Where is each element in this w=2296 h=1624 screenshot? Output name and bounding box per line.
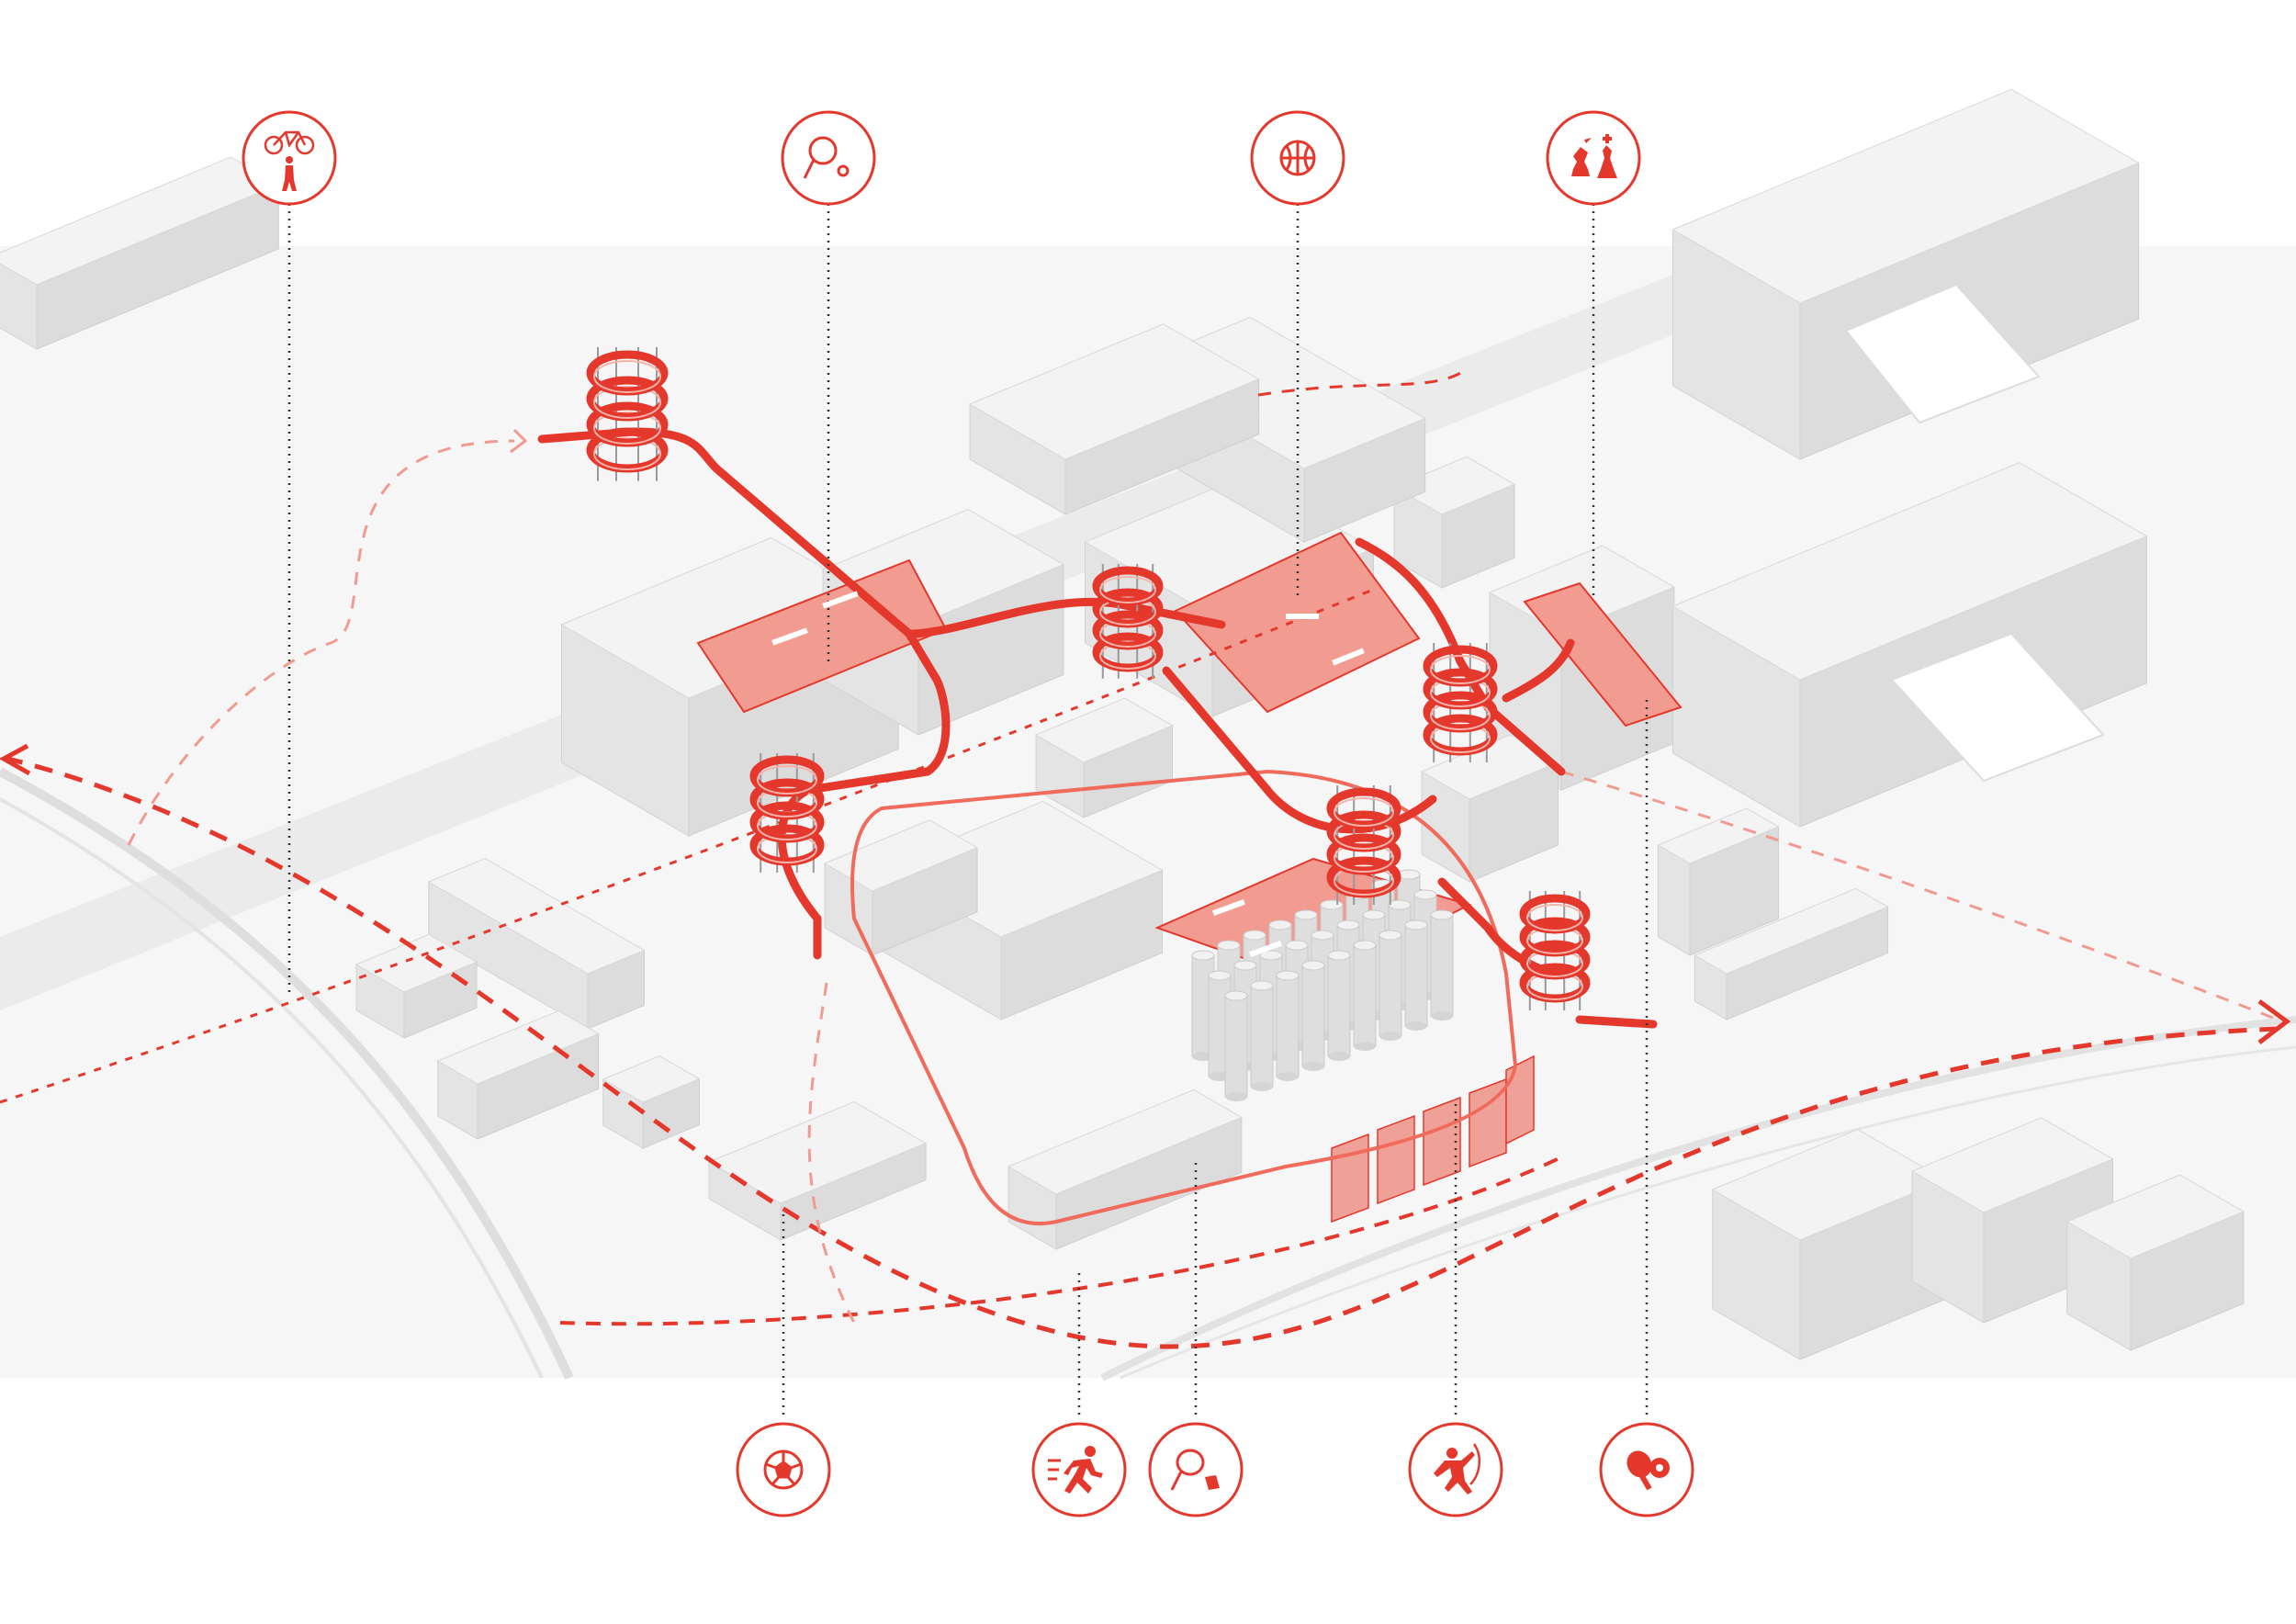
badminton-icon: [1148, 1422, 1244, 1517]
running-icon: [1031, 1422, 1127, 1517]
spiral-ramp-central-south: [1326, 785, 1401, 905]
spiral-ramp-northwest: [586, 347, 669, 481]
white-block-east: [1420, 734, 1559, 883]
long-shed: [968, 323, 1260, 515]
barn-b: [436, 1009, 600, 1140]
pedestrian-routes: [0, 366, 2291, 1349]
basketball-icon: [1250, 110, 1345, 206]
sports-field-edge: [707, 1101, 928, 1241]
courtyard-north: [1844, 283, 2041, 424]
spiral-ramp-west: [749, 753, 825, 873]
residential-c: [2065, 1174, 2245, 1351]
top-activity-icons: [242, 110, 1641, 206]
chess-block-lower: [1657, 807, 1780, 956]
spiral-ramp-center: [1092, 564, 1164, 679]
building-massing: [0, 88, 2245, 1360]
small-chimney-house: [1392, 456, 1516, 589]
silo: [1353, 940, 1377, 1051]
silo: [1404, 919, 1428, 1031]
silo: [1276, 970, 1300, 1081]
roof-markers: [771, 591, 1365, 957]
silo: [1250, 980, 1274, 1091]
leader-lines: [287, 189, 1649, 1415]
silo: [1224, 990, 1248, 1101]
spiral-ramp-southeast: [1519, 891, 1591, 1010]
central-loop-outline: [850, 769, 1518, 1226]
bottom-activity-icons: [736, 1422, 1694, 1517]
long-block-east: [1694, 887, 1889, 1021]
bicycle-pedestrian-icon: [242, 110, 337, 206]
shed-a: [602, 1054, 701, 1149]
gymnastics-icon: [1408, 1422, 1503, 1517]
silo: [1379, 930, 1402, 1041]
northwest-block: [0, 156, 280, 350]
silo: [1430, 909, 1454, 1021]
silo-cluster: [1191, 869, 1454, 1101]
soccer-ball-icon: [736, 1422, 831, 1517]
chess-roof: [1523, 581, 1683, 727]
spiral-ramp-east: [1423, 643, 1498, 762]
tennis-icon: [781, 110, 876, 206]
small-block-a: [1034, 697, 1174, 818]
row-houses-west: [427, 857, 646, 1030]
courtyard-south: [1890, 632, 2105, 783]
table-tennis-icon: [1599, 1422, 1694, 1517]
basketball-roof: [1174, 531, 1421, 714]
residential-a: [1711, 1129, 1947, 1360]
silo: [1301, 960, 1325, 1071]
chess-icon: [1546, 110, 1641, 206]
spiral-ramps: [586, 347, 1591, 1010]
silo: [1327, 950, 1351, 1061]
long-barn: [1007, 1088, 1243, 1250]
